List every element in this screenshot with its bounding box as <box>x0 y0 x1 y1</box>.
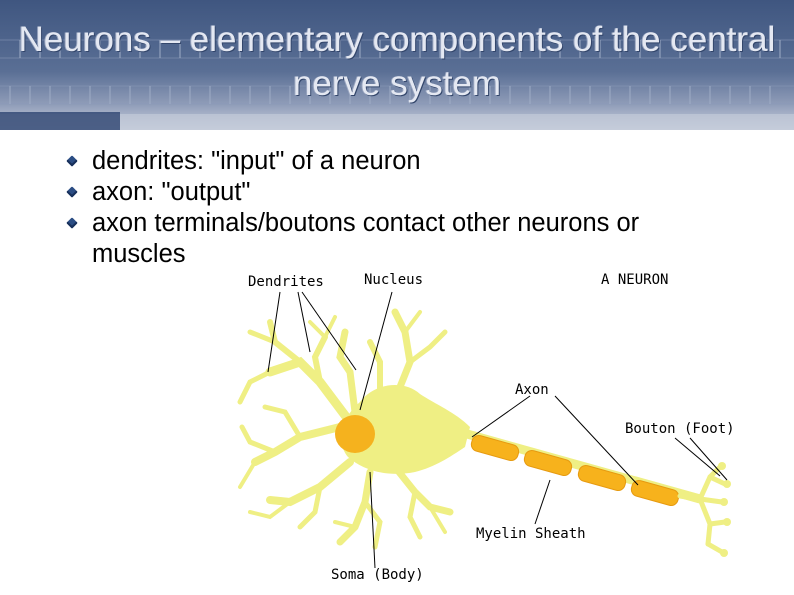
neuron-diagram: Dendrites Nucleus A NEURON Axon Bouton (… <box>237 272 735 583</box>
soma-shape <box>341 384 470 474</box>
diamond-bullet-icon <box>66 155 78 167</box>
bullet-item: dendrites: "input" of a neuron <box>62 146 722 177</box>
label-soma: Soma (Body) <box>331 567 424 583</box>
title-banner: Neurons – elementary components of the c… <box>0 0 794 130</box>
bullet-list: dendrites: "input" of a neuron axon: "ou… <box>62 146 722 270</box>
label-axon: Axon <box>515 382 549 398</box>
label-nucleus: Nucleus <box>364 272 423 288</box>
label-myelin-sheath: Myelin Sheath <box>476 526 586 542</box>
bullet-item: axon: "output" <box>62 177 722 208</box>
dendrites-shape <box>237 308 454 550</box>
bouton-terminals <box>677 464 728 555</box>
leader-lines <box>267 291 728 569</box>
myelin-sheath-segments <box>470 434 680 507</box>
bouton-feet <box>718 462 731 557</box>
diamond-bullet-icon <box>66 217 78 229</box>
label-bouton: Bouton (Foot) <box>625 421 735 437</box>
diamond-bullet-icon <box>66 186 78 198</box>
header-pattern <box>0 39 794 130</box>
slide-title: Neurons – elementary components of the c… <box>18 20 776 103</box>
bullet-text: axon terminals/boutons contact other neu… <box>92 209 640 268</box>
bullet-text: dendrites: "input" of a neuron <box>92 147 421 175</box>
bullet-text: axon: "output" <box>92 178 251 206</box>
bullet-item: axon terminals/boutons contact other neu… <box>62 208 722 270</box>
label-dendrites: Dendrites <box>248 274 324 290</box>
label-a-neuron: A NEURON <box>601 272 668 288</box>
nucleus-shape <box>335 415 375 453</box>
